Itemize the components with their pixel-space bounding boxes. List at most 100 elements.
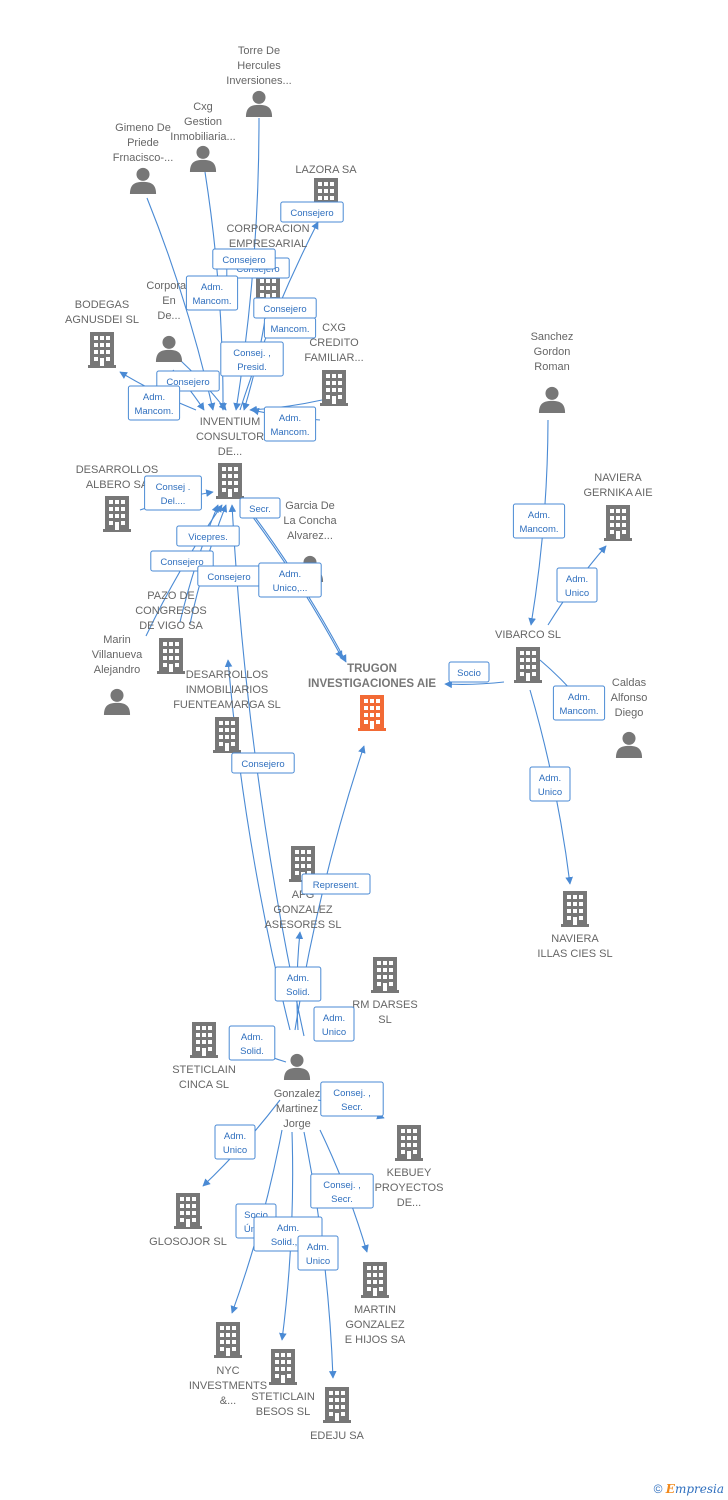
- person-icon: [538, 386, 566, 413]
- node-label: NYC: [216, 1365, 239, 1377]
- node-label: ASESORES SL: [264, 919, 341, 931]
- node-edeju[interactable]: EDEJU SA: [310, 1387, 365, 1442]
- edge-label-e_afg_solid[interactable]: Adm.Solid.: [274, 966, 322, 1002]
- edge-label-e_kebuey[interactable]: Consej. ,Secr.: [320, 1081, 384, 1117]
- edge-label-text: Adm.: [279, 413, 301, 424]
- edge-label-text: Vicepres.: [188, 532, 227, 543]
- edge-label-e_consej_presid[interactable]: Consej. ,Presid.: [220, 341, 284, 377]
- node-label: STETICLAIN: [172, 1064, 236, 1076]
- edge-label-e_rm[interactable]: Adm.Unico: [313, 1006, 355, 1042]
- edge-label-e_cinca[interactable]: Adm.Solid.: [228, 1025, 276, 1061]
- edge-label-box: [448, 661, 490, 683]
- edge-label-e_martin[interactable]: Consej. ,Secr.: [310, 1173, 374, 1209]
- node-glosojor[interactable]: GLOSOJOR SL: [149, 1193, 227, 1248]
- node-label: Diego: [615, 707, 644, 719]
- person-icon: [283, 1053, 311, 1080]
- edge-label-e_corp1[interactable]: Consejero: [212, 248, 276, 270]
- node-corporac_en[interactable]: CorporacEnDe...: [146, 280, 192, 362]
- edge-label-text: Consejero: [263, 304, 306, 315]
- edge-label-e_corp2[interactable]: Adm.Mancom.: [185, 275, 239, 311]
- edge-label-e_edeju[interactable]: Adm.Unico: [297, 1235, 339, 1271]
- edge-label-e_vicepres[interactable]: Vicepres.: [176, 525, 240, 547]
- edge-label-text: Unico: [538, 787, 562, 798]
- node-label: EMPRESARIAL: [229, 238, 307, 250]
- node-label: LAZORA SA: [295, 164, 357, 176]
- edge-label-e_bodegas[interactable]: Adm.Mancom.: [127, 385, 181, 421]
- building-icon: [216, 463, 244, 499]
- edge-label-e_albero[interactable]: Consej .Del....: [144, 475, 202, 511]
- edge-label-text: Consejero: [241, 759, 284, 770]
- edge-label-text: Unico: [565, 588, 589, 599]
- node-label: CONSULTOR: [196, 431, 264, 443]
- node-vibarco[interactable]: VIBARCO SL: [495, 629, 561, 683]
- node-label: FAMILIAR...: [304, 352, 363, 364]
- node-label: CINCA SL: [179, 1079, 229, 1091]
- edge-label-e_represent[interactable]: Represent.: [301, 873, 371, 895]
- node-steticlain_cinca[interactable]: STETICLAIN CINCA SL: [172, 1022, 236, 1091]
- node-label: EDEJU SA: [310, 1430, 364, 1442]
- building-icon: [320, 370, 348, 406]
- node-label: DESARROLLOS: [186, 669, 269, 681]
- edge-label-e_pazo1[interactable]: Consejero: [150, 550, 214, 572]
- edge-label-e_cxgcred1[interactable]: Consejero: [253, 297, 317, 319]
- edge-label-e_glosojor[interactable]: Adm.Unico: [214, 1124, 256, 1160]
- edge-label-text: Adm.: [307, 1242, 329, 1253]
- edge-label-box: [144, 475, 202, 511]
- edge-label-e_cxgcred2[interactable]: Mancom.: [263, 317, 317, 339]
- node-inventium[interactable]: INVENTIUMCONSULTORDE...: [196, 416, 264, 499]
- edge-label-e_lazora[interactable]: Consejero: [280, 201, 344, 223]
- node-cxg_gestion[interactable]: CxgGestionInmobiliaria...: [170, 101, 236, 172]
- edge-label-text: Consej. ,: [333, 1088, 371, 1099]
- edge-label-text: Consej. ,: [323, 1180, 361, 1191]
- edge-label-e_inv_admmancom[interactable]: Adm.Mancom.: [263, 406, 317, 442]
- edge-label-box: [185, 275, 239, 311]
- node-cxg_credito[interactable]: CXGCREDITOFAMILIAR...: [304, 322, 364, 406]
- edge-label-e_sanchez[interactable]: Adm.Mancom.: [512, 503, 566, 539]
- empresia-logo[interactable]: Empresia: [665, 1482, 724, 1496]
- edge-label-text: Adm.: [279, 569, 301, 580]
- edge-label-e_illas[interactable]: Adm. Unico: [529, 766, 571, 802]
- edge-label-box: [310, 1173, 374, 1209]
- edge-label-box: [297, 1235, 339, 1271]
- node-kebuey[interactable]: KEBUEYPROYECTOSDE...: [375, 1125, 444, 1209]
- node-label: KEBUEY: [387, 1167, 432, 1179]
- edge-label-e_gernika[interactable]: Adm.Unico: [556, 567, 598, 603]
- edge-label-e_socio[interactable]: Socio: [448, 661, 490, 683]
- node-label: GERNIKA AIE: [583, 487, 652, 499]
- node-nyc[interactable]: NYCINVESTMENTS&...: [189, 1322, 267, 1407]
- edge-label-box: [274, 966, 322, 1002]
- node-label: DE...: [218, 446, 242, 458]
- edge-label-e_secr[interactable]: Secr.: [239, 497, 281, 519]
- building-icon: [213, 717, 241, 753]
- edge-label-e_caldas[interactable]: Adm.Mancom.: [552, 685, 606, 721]
- edge-label-e_pazo2[interactable]: Consejero: [197, 565, 261, 587]
- node-lazora[interactable]: LAZORA SA: [295, 164, 357, 214]
- node-torre[interactable]: Torre DeHerculesInversiones...: [226, 45, 292, 117]
- edge-label-text: Adm.: [277, 1223, 299, 1234]
- edge-label-text: Socio: [457, 668, 481, 679]
- node-label: GLOSOJOR SL: [149, 1236, 227, 1248]
- node-label: CONGRESOS: [135, 605, 207, 617]
- edge-label-e_admunico_trugon[interactable]: Adm.Unico,...: [258, 562, 322, 598]
- node-gimeno[interactable]: Gimeno DePriedeFrnacisco-...: [113, 122, 174, 194]
- edge-label-text: Adm.: [539, 773, 561, 784]
- edge-label-e_fuente[interactable]: Consejero: [231, 752, 295, 774]
